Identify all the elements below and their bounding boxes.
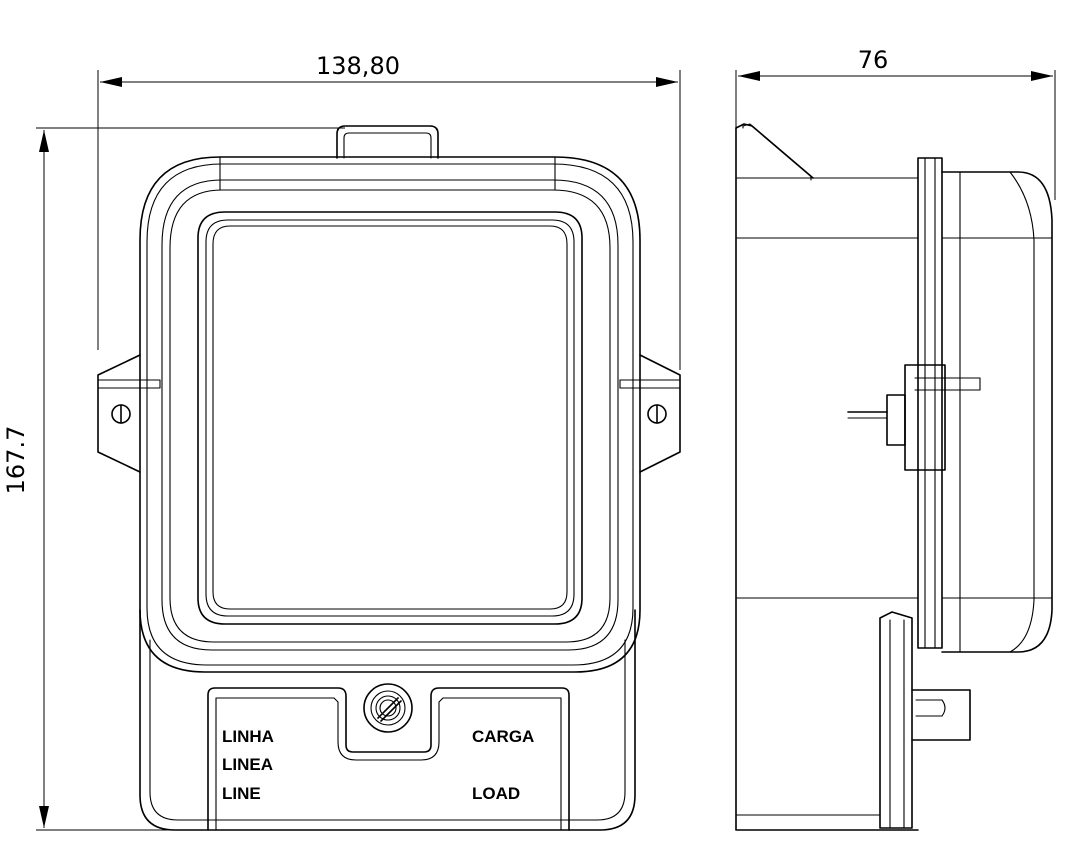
side-base xyxy=(735,127,919,831)
height-value: 167.7 xyxy=(2,426,30,495)
label-line: LINE xyxy=(222,784,261,803)
mounting-ear-right xyxy=(619,354,681,473)
dimension-height: 167.7 xyxy=(2,127,345,831)
label-carga: CARGA xyxy=(472,727,534,746)
display-window xyxy=(197,211,583,625)
label-linea: LINEA xyxy=(222,755,273,774)
side-depth-value: 76 xyxy=(858,46,889,74)
hanger-tab xyxy=(336,125,439,159)
side-view xyxy=(735,123,1053,831)
side-terminal-block xyxy=(879,611,971,829)
side-flange xyxy=(917,157,943,649)
label-linha: LINHA xyxy=(222,727,274,746)
side-cover xyxy=(941,171,1053,653)
mounting-ear-left xyxy=(97,354,161,473)
front-view: LINHA LINEA LINE CARGA LOAD xyxy=(97,125,681,831)
label-load: LOAD xyxy=(472,784,520,803)
side-mount-bracket xyxy=(847,364,981,471)
terminal-cover xyxy=(139,609,636,831)
dimension-side-depth: 76 xyxy=(735,46,1056,200)
front-width-value: 138,80 xyxy=(316,52,400,80)
dimension-front-width: 138,80 xyxy=(97,52,681,370)
housing-outer xyxy=(139,156,641,673)
seal-screw-icon xyxy=(363,683,413,733)
